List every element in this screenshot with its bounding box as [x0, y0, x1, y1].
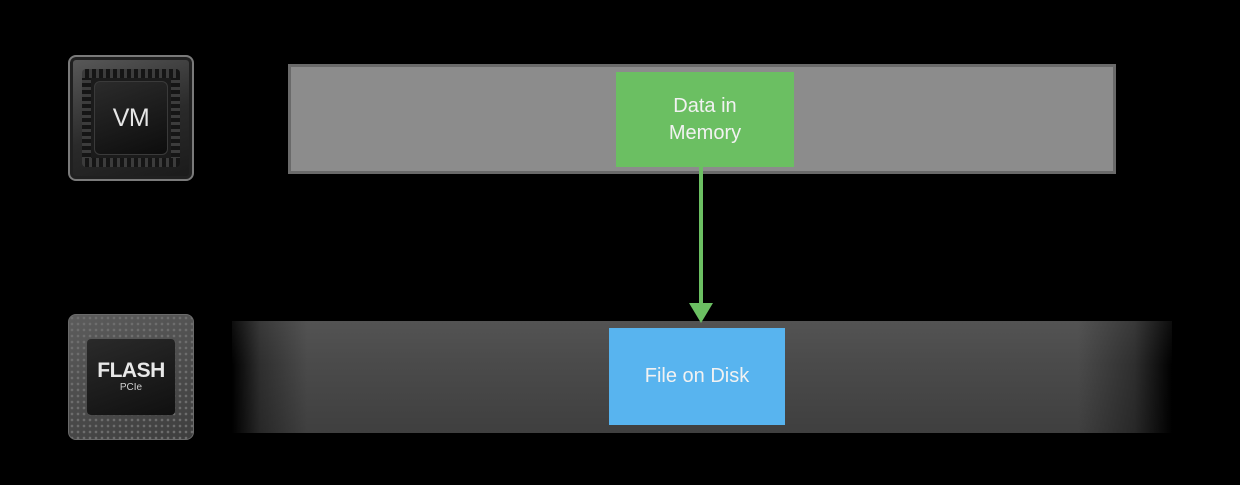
- vm-chip-label: VM: [112, 103, 150, 132]
- disk-bar: File on Disk: [232, 321, 1172, 433]
- flash-chip-icon: FLASH PCIe: [68, 314, 194, 440]
- vm-chip-core: VM: [94, 81, 168, 155]
- file-on-disk-label: File on Disk: [644, 365, 750, 387]
- file-on-disk-block: File on Disk: [609, 328, 785, 425]
- flash-chip-label: FLASH: [97, 359, 165, 382]
- vm-chip-icon: VM: [68, 55, 194, 181]
- arrow-head: [689, 303, 713, 323]
- flash-chip-sublabel: PCIe: [119, 382, 143, 393]
- data-in-memory-block: Data in Memory: [616, 72, 794, 167]
- data-in-memory-label: Data in Memory: [668, 94, 742, 144]
- flash-chip-core: FLASH PCIe: [87, 339, 175, 415]
- memory-bar: Data in Memory: [288, 64, 1116, 174]
